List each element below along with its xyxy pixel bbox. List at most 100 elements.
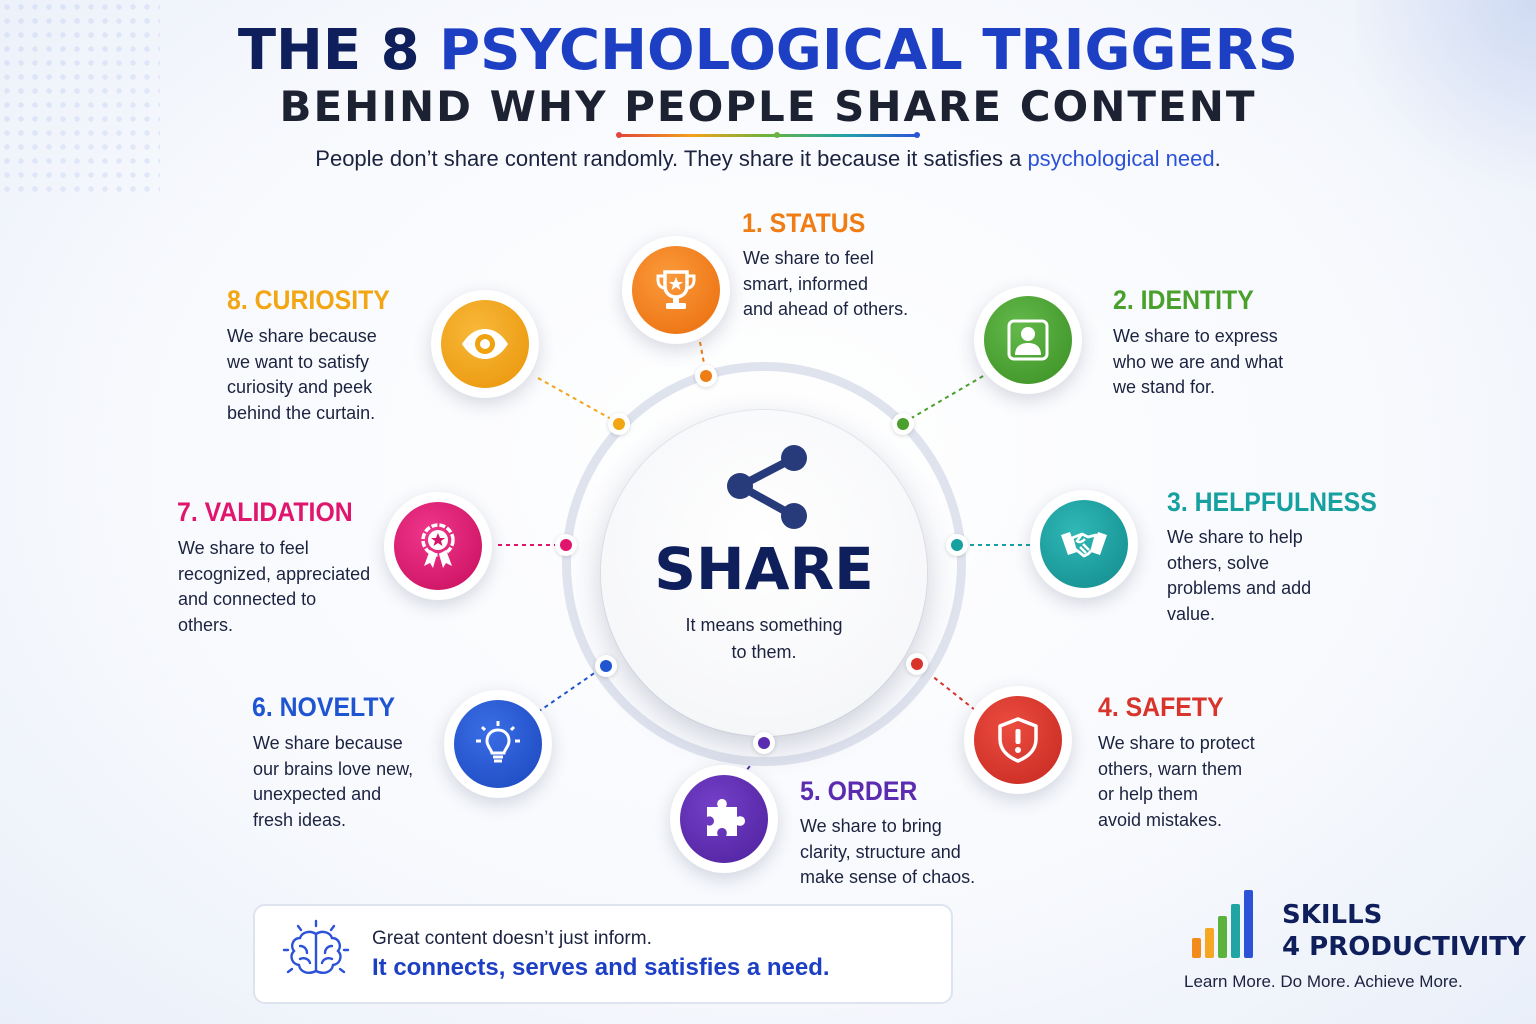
- safety-description: We share to protect others, warn them or…: [1098, 731, 1255, 833]
- ring-dot-curiosity: [608, 413, 630, 435]
- logo-line2: 4 PRODUCTIVITY: [1282, 932, 1526, 962]
- page-title: THE 8 PSYCHOLOGICAL TRIGGERS: [0, 18, 1536, 83]
- intro-text: People don’t share content randomly. The…: [0, 146, 1536, 172]
- center-caption-line2: to them.: [731, 642, 797, 662]
- rule-dot: [774, 132, 780, 138]
- ring-dot-identity: [892, 413, 914, 435]
- curiosity-node: [431, 290, 539, 398]
- title-underline: [618, 134, 918, 137]
- center-ring: [562, 362, 966, 766]
- helpfulness-desc-line: problems and add: [1167, 578, 1312, 598]
- curiosity-desc-line: behind the curtain.: [227, 402, 376, 423]
- order-node: [670, 765, 778, 873]
- helpfulness-title: 3. HELPFULNESS: [1167, 487, 1377, 517]
- decorative-dots: [0, 0, 160, 200]
- ring-dot-helpfulness: [946, 534, 968, 556]
- status-desc-line: and ahead of others.: [743, 299, 909, 319]
- novelty-desc-line: fresh ideas.: [253, 809, 347, 830]
- order-title: 5. ORDER: [800, 776, 918, 806]
- novelty-node: [444, 690, 552, 798]
- connector-novelty: [537, 664, 607, 713]
- identity-desc-line: who we are and what: [1113, 351, 1284, 372]
- status-title: 1. STATUS: [742, 208, 866, 238]
- logo-tagline: Learn More. Do More. Achieve More.: [1184, 972, 1463, 991]
- status-desc-line: smart, informed: [743, 273, 869, 294]
- lightbulb-icon: [476, 721, 520, 763]
- eye-icon: [462, 329, 508, 359]
- status-description: We share to feel smart, informed and ahe…: [743, 246, 908, 323]
- ring-dot-novelty: [595, 655, 617, 677]
- status-desc-line: We share to feel: [743, 248, 874, 268]
- shield-alert-icon: [998, 717, 1038, 763]
- order-desc-line: We share to bring: [800, 816, 942, 836]
- validation-node: [384, 492, 492, 600]
- center-caption-line1: It means something: [685, 615, 843, 635]
- validation-desc-line: others.: [178, 614, 234, 635]
- validation-desc-line: We share to feel: [178, 538, 309, 558]
- curiosity-title: 8. CURIOSITY: [227, 285, 390, 315]
- helpfulness-desc-line: We share to help: [1167, 527, 1303, 547]
- safety-desc-line: avoid mistakes.: [1098, 809, 1223, 830]
- ring-dot-order: [753, 732, 775, 754]
- trophy-icon: [656, 270, 696, 309]
- novelty-description: We share because our brains love new, un…: [253, 731, 413, 833]
- novelty-desc-line: We share because: [253, 733, 403, 753]
- award-badge-icon: [421, 523, 455, 568]
- takeaway-box: [253, 904, 953, 1004]
- ring-dot-safety: [906, 653, 928, 675]
- identity-node: [974, 286, 1082, 394]
- order-description: We share to bring clarity, structure and…: [800, 814, 975, 891]
- curiosity-desc-line: We share because: [227, 326, 377, 346]
- ring-dot-status: [695, 365, 717, 387]
- center-caption: It means something to them.: [651, 612, 877, 666]
- validation-desc-line: recognized, appreciated: [178, 563, 371, 584]
- curiosity-description: We share because we want to satisfy curi…: [227, 324, 377, 426]
- puzzle-icon: [707, 799, 745, 836]
- status-node: [622, 236, 730, 344]
- validation-description: We share to feel recognized, appreciated…: [178, 536, 370, 638]
- decorative-glow: [1356, 0, 1536, 220]
- share-icon: [727, 445, 807, 529]
- intro-highlight: psychological need: [1027, 146, 1215, 171]
- safety-desc-line: or help them: [1098, 784, 1199, 804]
- validation-title: 7. VALIDATION: [177, 497, 353, 527]
- rule-dot: [914, 132, 920, 138]
- takeaway-line2: It connects, serves and satisfies a need…: [372, 954, 830, 981]
- order-desc-line: clarity, structure and: [800, 841, 961, 862]
- order-desc-line: make sense of chaos.: [800, 867, 976, 887]
- safety-desc-line: We share to protect: [1098, 733, 1255, 753]
- identity-title: 2. IDENTITY: [1113, 285, 1254, 315]
- helpfulness-desc-line: value.: [1167, 603, 1216, 624]
- takeaway-line1: Great content doesn’t just inform.: [372, 928, 652, 949]
- brain-icon: [282, 919, 350, 974]
- intro-end: .: [1214, 146, 1221, 171]
- connector-curiosity: [537, 377, 621, 425]
- identity-desc-line: We share to express: [1113, 326, 1278, 346]
- logo-line1: SKILLS: [1282, 900, 1383, 930]
- safety-title: 4. SAFETY: [1098, 692, 1224, 722]
- helpfulness-node: [1030, 490, 1138, 598]
- ring-dot-validation: [555, 534, 577, 556]
- handshake-icon: [1061, 532, 1107, 558]
- center-circle: [601, 410, 927, 736]
- page-subtitle-heading: BEHIND WHY PEOPLE SHARE CONTENT: [279, 82, 1257, 131]
- center-title: SHARE: [654, 535, 874, 603]
- intro-part1: People don’t share content randomly. The…: [315, 146, 1028, 171]
- novelty-desc-line: unexpected and: [253, 784, 382, 804]
- novelty-desc-line: our brains love new,: [253, 758, 414, 779]
- identity-desc-line: we stand for.: [1113, 377, 1216, 397]
- identity-description: We share to express who we are and what …: [1113, 324, 1283, 401]
- safety-desc-line: others, warn them: [1098, 758, 1243, 779]
- user-icon: [1007, 319, 1049, 361]
- rule-dot: [616, 132, 622, 138]
- helpfulness-description: We share to help others, solve problems …: [1167, 525, 1311, 627]
- helpfulness-desc-line: others, solve: [1167, 552, 1270, 573]
- novelty-title: 6. NOVELTY: [252, 692, 396, 722]
- safety-node: [964, 686, 1072, 794]
- curiosity-desc-line: we want to satisfy: [227, 351, 370, 372]
- connector-identity: [902, 371, 991, 424]
- bar-chart-logo-icon: [1192, 890, 1253, 958]
- title-highlight: PSYCHOLOGICAL TRIGGERS: [439, 18, 1299, 83]
- title-part1: THE 8: [237, 18, 440, 83]
- curiosity-desc-line: curiosity and peek: [227, 377, 373, 397]
